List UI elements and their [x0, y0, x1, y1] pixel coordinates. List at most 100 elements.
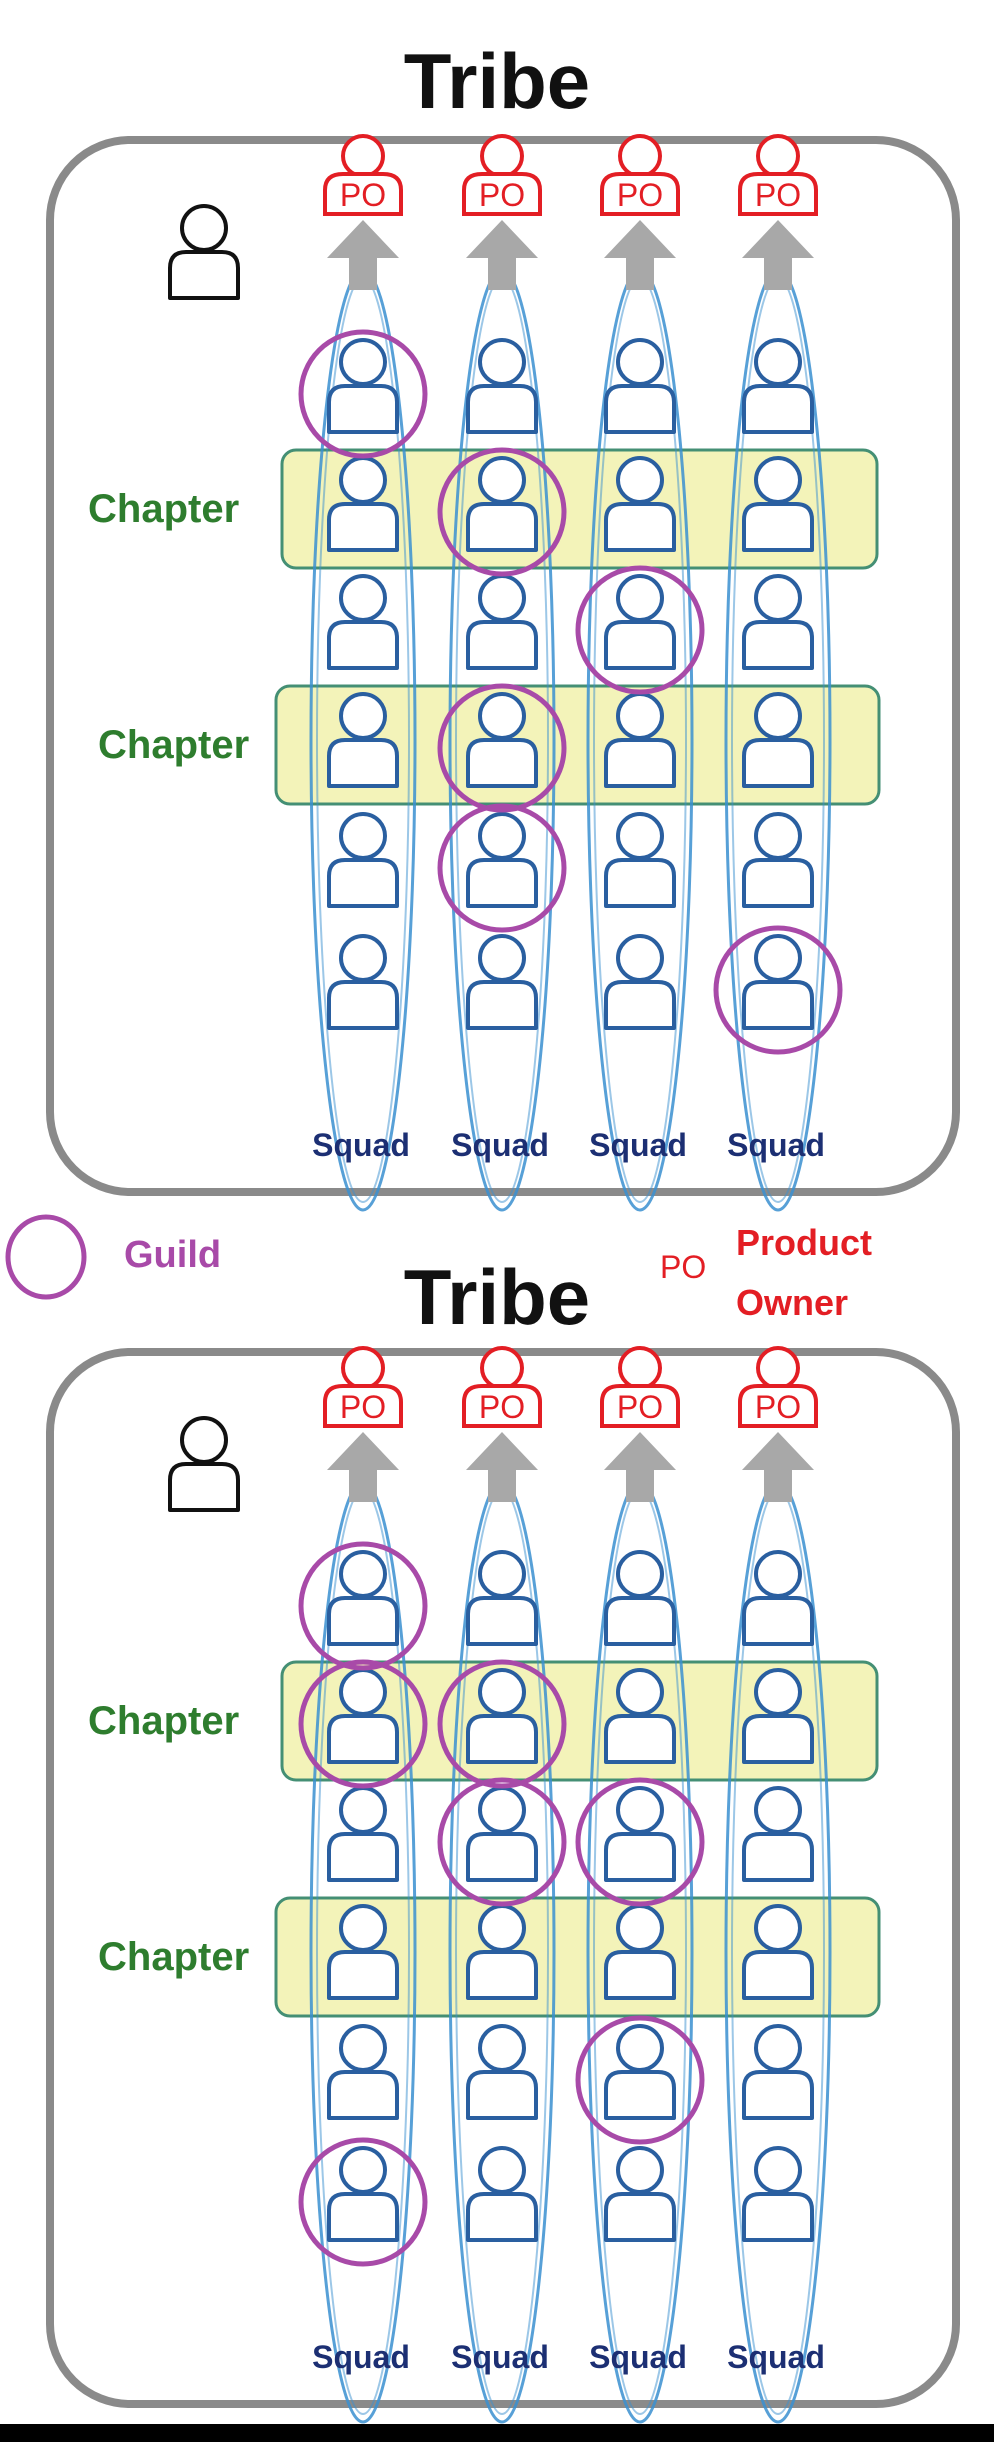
team-member-icon — [742, 2024, 814, 2120]
team-member-icon — [742, 1904, 814, 2000]
team-member-icon — [604, 338, 676, 434]
guild-member-circle — [575, 1777, 705, 1907]
team-member-icon — [327, 1550, 399, 1646]
po-text: PO — [755, 1389, 801, 1425]
team-member-icon — [466, 338, 538, 434]
chapter-band — [274, 1896, 881, 2018]
product-owner-icon: PO — [462, 134, 542, 216]
squad-label: Squad — [312, 1127, 410, 1163]
guild-member-circle — [575, 565, 705, 695]
chapter-label: Chapter — [88, 487, 239, 531]
product-owner-icon: PO — [323, 134, 403, 216]
team-member-icon — [742, 934, 814, 1030]
squad-label: Squad — [451, 1127, 549, 1163]
guild-legend-label: Guild — [124, 1234, 222, 1276]
team-member-icon — [604, 456, 676, 552]
team-member-icon — [466, 812, 538, 908]
team-member-icon — [466, 1668, 538, 1764]
guild-member-circle — [298, 1659, 428, 1789]
tribe-person-icon — [168, 204, 240, 300]
team-member-icon — [604, 2146, 676, 2242]
team-member-icon — [742, 456, 814, 552]
legend: PO — [5, 1214, 706, 1300]
chapter-label: Chapter — [88, 1699, 239, 1743]
arrow-up-icon — [327, 220, 399, 290]
team-member-icon — [327, 2024, 399, 2120]
po-text: PO — [617, 1389, 663, 1425]
guild-member-circle — [437, 1659, 567, 1789]
team-member-icon — [742, 2146, 814, 2242]
product-owner-icon: PO — [600, 134, 680, 216]
team-member-icon — [742, 812, 814, 908]
team-member-icon — [604, 812, 676, 908]
team-member-icon — [604, 1668, 676, 1764]
team-member-icon — [466, 934, 538, 1030]
guild-member-circle — [298, 1541, 428, 1671]
arrow-up-icon — [466, 1432, 538, 1502]
product-owner-label-line2: Owner — [736, 1282, 849, 1323]
squad-label: Squad — [451, 2339, 549, 2375]
chapter-band — [280, 448, 879, 570]
guild-member-circle — [298, 329, 428, 459]
po-text: PO — [479, 177, 525, 213]
team-member-icon — [327, 574, 399, 670]
tribe-diagram-top: ChapterChapterPOSquadPOSquadPOSquadPOSqu… — [46, 134, 960, 1212]
guild-member-circle — [575, 2015, 705, 2145]
squad-label: Squad — [312, 2339, 410, 2375]
team-member-icon — [327, 812, 399, 908]
team-member-icon — [466, 2024, 538, 2120]
chapter-band — [280, 1660, 879, 1782]
tribe-title-bottom: Tribe — [403, 1253, 591, 1341]
po-text: PO — [755, 177, 801, 213]
team-member-icon — [327, 934, 399, 1030]
product-owner-icon: PO — [323, 1346, 403, 1428]
team-member-icon — [466, 692, 538, 788]
tribe-person-icon — [168, 1416, 240, 1512]
arrow-up-icon — [604, 1432, 676, 1502]
chapter-band — [274, 684, 881, 806]
team-member-icon — [327, 1904, 399, 2000]
team-member-icon — [742, 692, 814, 788]
guild-member-circle — [437, 1777, 567, 1907]
product-owner-icon: PO — [738, 1346, 818, 1428]
squad-label: Squad — [589, 2339, 687, 2375]
team-member-icon — [466, 2146, 538, 2242]
product-owner-icon: PO — [462, 1346, 542, 1428]
tribe-title-top: Tribe — [403, 37, 591, 125]
product-owner-icon: PO — [600, 1346, 680, 1428]
arrow-up-icon — [604, 220, 676, 290]
team-member-icon — [327, 338, 399, 434]
team-member-icon — [466, 1786, 538, 1882]
po-text: PO — [340, 177, 386, 213]
guild-member-circle — [713, 925, 843, 1055]
arrow-up-icon — [742, 1432, 814, 1502]
chapter-label: Chapter — [98, 723, 249, 767]
guild-legend-icon — [5, 1214, 87, 1300]
team-member-icon — [327, 2146, 399, 2242]
guild-member-circle — [437, 683, 567, 813]
tribe-diagram-bottom: ChapterChapterPOSquadPOSquadPOSquadPOSqu… — [46, 1346, 960, 2424]
team-member-icon — [466, 574, 538, 670]
po-legend-symbol: PO — [660, 1249, 706, 1285]
guild-member-circle — [437, 803, 567, 933]
product-owner-label-line1: Product — [736, 1222, 873, 1263]
team-member-icon — [604, 1786, 676, 1882]
team-member-icon — [742, 1786, 814, 1882]
po-text: PO — [617, 177, 663, 213]
team-member-icon — [327, 692, 399, 788]
chapter-label: Chapter — [98, 1935, 249, 1979]
team-member-icon — [742, 574, 814, 670]
team-member-icon — [742, 1550, 814, 1646]
team-member-icon — [327, 1668, 399, 1764]
squad-label: Squad — [589, 1127, 687, 1163]
team-member-icon — [742, 1668, 814, 1764]
bottom-edge-bar — [0, 2424, 994, 2442]
team-member-icon — [327, 456, 399, 552]
arrow-up-icon — [466, 220, 538, 290]
arrow-up-icon — [327, 1432, 399, 1502]
squad-label: Squad — [727, 2339, 825, 2375]
team-member-icon — [466, 1550, 538, 1646]
team-member-icon — [604, 934, 676, 1030]
guild-member-circle — [298, 2137, 428, 2267]
